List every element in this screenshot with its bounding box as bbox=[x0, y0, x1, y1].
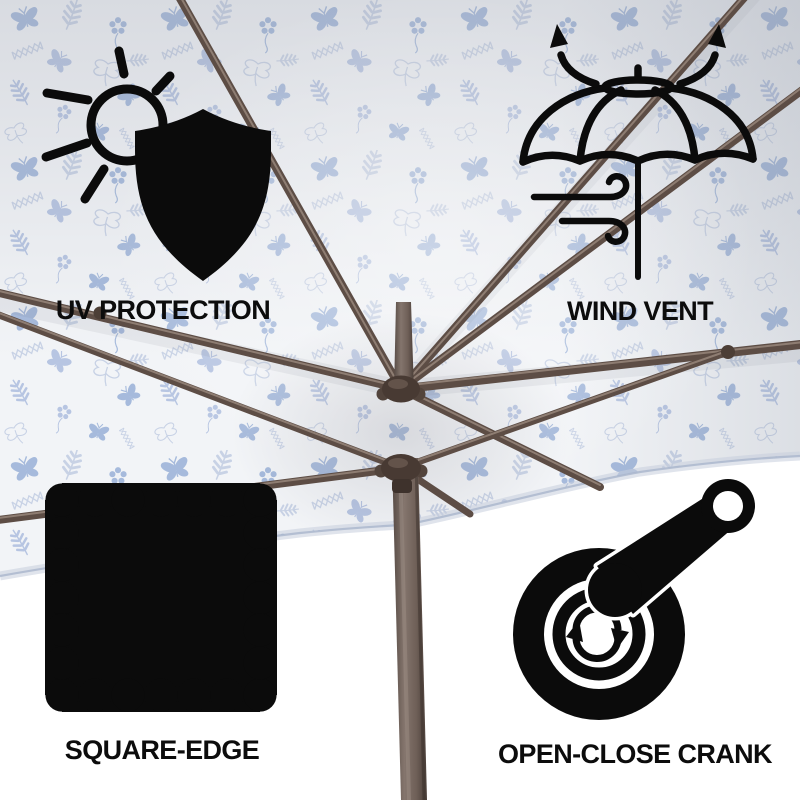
wind-lines bbox=[530, 173, 630, 245]
wind-vent-label: WIND VENT bbox=[566, 296, 714, 326]
umbrella-pole bbox=[392, 458, 427, 800]
umbrella-rib bbox=[397, 86, 800, 393]
umbrella-ribs bbox=[0, 0, 800, 491]
open-close-crank-label: OPEN-CLOSE CRANK bbox=[498, 739, 773, 769]
rib-joint bbox=[93, 306, 107, 320]
umbrella-rib bbox=[397, 385, 604, 491]
square-edge-label: SQUARE-EDGE bbox=[64, 735, 260, 765]
lower-hub bbox=[374, 454, 428, 493]
shield-icon bbox=[135, 109, 271, 281]
crank-arm bbox=[584, 475, 759, 621]
scallop-bumps bbox=[45, 483, 277, 712]
crank-handle-icon bbox=[513, 475, 759, 720]
umbrella-rib bbox=[396, 340, 800, 394]
scalloped-square-icon bbox=[45, 483, 277, 712]
airflow-arrows bbox=[550, 24, 726, 88]
vented-umbrella-icon bbox=[519, 24, 757, 280]
sun-shield-icon bbox=[41, 46, 271, 281]
umbrella-rib bbox=[0, 289, 405, 393]
sun-rays bbox=[41, 46, 175, 204]
upper-hub bbox=[376, 375, 426, 403]
umbrella-strut bbox=[0, 311, 405, 472]
strut-rib-joint bbox=[721, 345, 735, 359]
sun-icon bbox=[86, 84, 168, 166]
pole-upper-segment bbox=[394, 302, 414, 392]
uv-protection-label: UV PROTECTION bbox=[55, 295, 271, 325]
umbrella-strut bbox=[397, 348, 732, 472]
crank-handle-hole bbox=[713, 491, 743, 521]
